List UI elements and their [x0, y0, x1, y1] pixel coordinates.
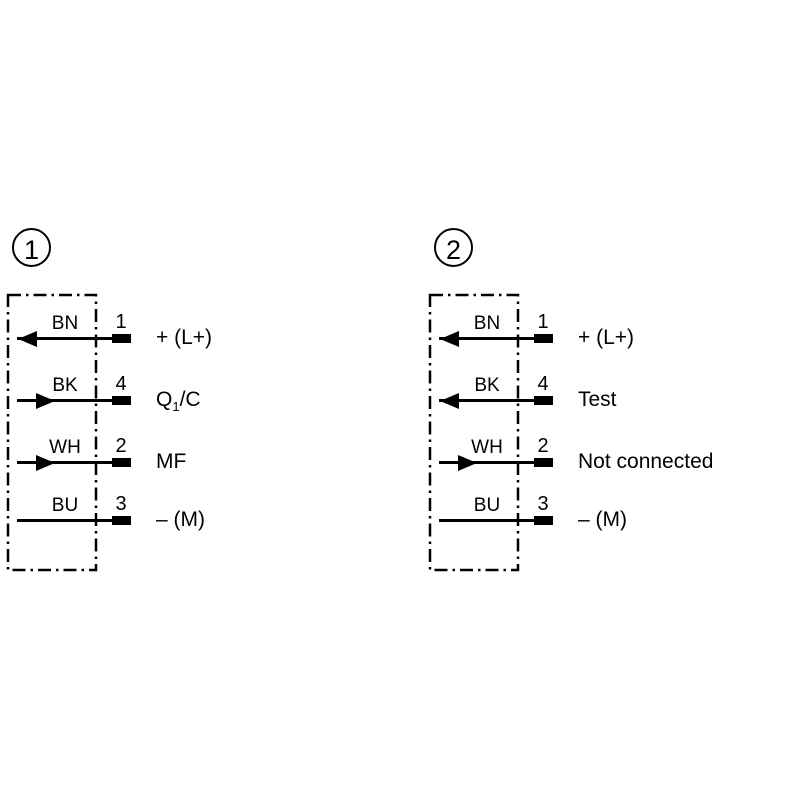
wire-direction-arrow [36, 454, 55, 471]
diagram-number-badge: 1 [12, 228, 51, 267]
signal-label: Test [578, 388, 617, 411]
wire-color-code: BN [51, 313, 79, 334]
wire-color-code: WH [49, 437, 81, 458]
wire-row: BK 4 Q1/C [16, 371, 366, 417]
wire-terminal [534, 458, 553, 467]
sensor-outline-box [6, 293, 98, 572]
wire-color-code: BN [473, 313, 501, 334]
pin-number: 2 [537, 435, 549, 457]
wire-color-code: BK [52, 375, 78, 396]
pin-number: 1 [115, 311, 127, 333]
signal-label: – (M) [156, 508, 205, 531]
wire-line [439, 519, 553, 522]
signal-label: Not connected [578, 450, 714, 473]
pin-number: 3 [115, 493, 127, 515]
wire-row: BU 3 – (M) [16, 491, 366, 537]
signal-label: + (L+) [578, 326, 635, 349]
wire-direction-arrow [36, 392, 55, 409]
diagram-number-badge: 2 [434, 228, 473, 267]
wire-direction-arrow [440, 330, 459, 347]
wire-terminal [112, 516, 131, 525]
signal-label: MF [156, 450, 187, 473]
wire-color-code: BK [474, 375, 500, 396]
pin-number: 3 [537, 493, 549, 515]
pin-number: 4 [115, 373, 127, 395]
wire-row: WH 2 MF [16, 433, 366, 479]
wire-color-code: BU [51, 495, 79, 516]
wire-terminal [534, 396, 553, 405]
wire-color-code: WH [471, 437, 503, 458]
sensor-outline-box [428, 293, 520, 572]
signal-label: – (M) [578, 508, 627, 531]
pin-number: 4 [537, 373, 549, 395]
wire-terminal [112, 334, 131, 343]
wire-line [439, 399, 553, 402]
wire-direction-arrow [458, 454, 477, 471]
wire-line [17, 337, 131, 340]
wire-line [439, 461, 553, 464]
wire-row: BN 1 + (L+) [16, 309, 366, 355]
wire-row: BN 1 + (L+) [438, 309, 788, 355]
wire-row: WH 2 Not connected [438, 433, 788, 479]
pin-number: 1 [537, 311, 549, 333]
wire-terminal [112, 396, 131, 405]
wire-row: BU 3 – (M) [438, 491, 788, 537]
wire-terminal [534, 516, 553, 525]
wire-line [17, 461, 131, 464]
wire-terminal [112, 458, 131, 467]
wire-line [17, 519, 131, 522]
diagram-2: 2 BN 1 + (L+) BK 4 Test WH 2 Not conn [428, 228, 792, 628]
wire-line [17, 399, 131, 402]
wire-terminal [534, 334, 553, 343]
wire-line [439, 337, 553, 340]
wire-color-code: BU [473, 495, 501, 516]
wire-row: BK 4 Test [438, 371, 788, 417]
wire-direction-arrow [440, 392, 459, 409]
signal-label: + (L+) [156, 326, 213, 349]
diagram-1: 1 BN 1 + (L+) BK 4 Q1/C WH 2 MF [6, 228, 370, 628]
wire-direction-arrow [18, 330, 37, 347]
pin-number: 2 [115, 435, 127, 457]
signal-label: Q1/C [156, 388, 201, 415]
